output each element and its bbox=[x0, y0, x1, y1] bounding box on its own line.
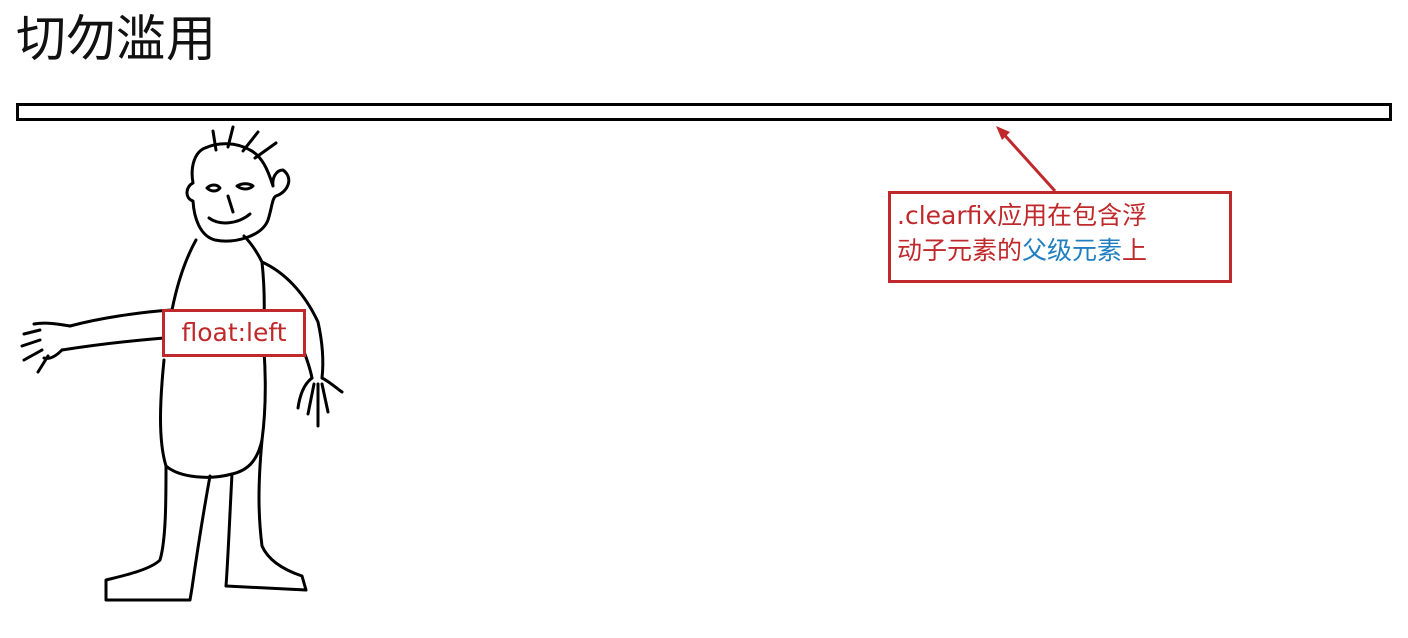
right-eye bbox=[235, 182, 255, 191]
callout-line-2: 动子元素的父级元素上 bbox=[897, 233, 1229, 268]
left-leg bbox=[104, 464, 212, 602]
parent-container-bar bbox=[16, 103, 1392, 121]
left-arm bbox=[60, 308, 174, 352]
clearfix-callout: .clearfix应用在包含浮 动子元素的父级元素上 bbox=[888, 191, 1232, 283]
stick-person-drawing bbox=[20, 125, 344, 602]
nose bbox=[226, 194, 235, 214]
right-hand bbox=[296, 376, 344, 428]
head-outline bbox=[185, 142, 291, 243]
left-hand bbox=[20, 321, 72, 374]
mouth bbox=[207, 212, 252, 225]
callout-line-1: .clearfix应用在包含浮 bbox=[897, 201, 1148, 230]
left-eye bbox=[205, 183, 222, 193]
arrowhead bbox=[996, 126, 1010, 140]
callout-line-2-suffix: 上 bbox=[1122, 236, 1148, 265]
callout-line-2-prefix: 动子元素的 bbox=[897, 236, 1023, 265]
slide-title: 切勿滥用 bbox=[16, 10, 216, 68]
float-left-label: float:left bbox=[162, 309, 306, 357]
callout-highlight-parent: 父级元素 bbox=[1022, 236, 1123, 265]
right-leg bbox=[224, 438, 308, 592]
hair-strand bbox=[211, 129, 218, 152]
